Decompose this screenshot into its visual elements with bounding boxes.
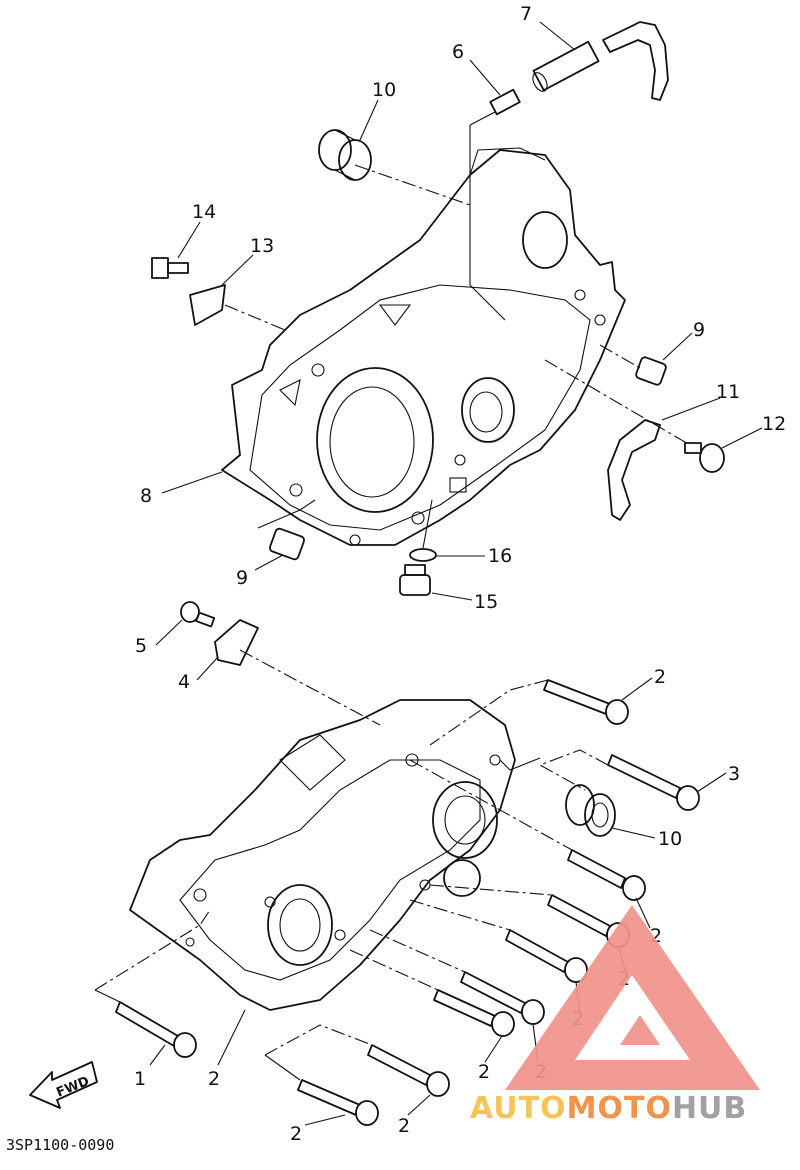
callout-2-left: 1 [134,1068,146,1090]
bolt-2-b1 [367,1044,450,1097]
callout-2-b2: 2 [290,1123,302,1145]
callout-leaders [149,21,763,1126]
svg-text:AUTOMOTOHUB: AUTOMOTOHUB [470,1091,747,1126]
oil-seal-lower [565,784,616,837]
callout-15: 15 [474,591,498,613]
callout-10-lower: 10 [658,828,682,850]
dowel-pin-9-upper [635,356,667,386]
callout-3: 3 [728,763,740,785]
callout-7: 7 [520,3,532,25]
diagram-code: 3SP1100-0090 [6,1136,114,1154]
breather-hose [532,21,669,101]
bolt-2-r5 [433,989,515,1037]
bolt-12 [684,442,725,473]
bolt-14 [151,257,189,279]
callout-12: 12 [762,413,786,435]
screw-5 [180,601,216,628]
bolt-2-left [115,1001,197,1058]
bolt-2-r1 [567,849,646,901]
callout-8: 8 [140,485,152,507]
watermark-brand-moto: MOTO [567,1091,672,1126]
bolt-3 [607,754,700,811]
long-bolts [115,679,700,1126]
callout-13: 13 [250,235,274,257]
dowel-pin-9-lower [269,527,305,561]
callout-2-top: 2 [654,666,666,688]
callout-16: 16 [488,545,512,567]
breather-nipple [489,88,521,116]
watermark-brand-auto: AUTO [470,1091,567,1126]
callout-9-lower: 9 [236,567,248,589]
callout-1: 2 [208,1068,220,1090]
callout-labels: 7 6 10 14 13 9 11 12 8 16 9 15 5 4 2 3 1… [134,3,786,1145]
bolt-2-top [543,679,629,725]
bolt-2-r3 [505,929,588,983]
callout-4: 4 [178,671,190,693]
plate-4 [214,619,259,666]
fwd-arrow-icon: FWD [29,1061,98,1109]
oil-seal-upper [318,129,372,181]
bolt-2-b2 [297,1079,379,1126]
crankcase-left-half [221,147,626,546]
callout-10: 10 [372,79,396,101]
watermark-brand-hub: HUB [672,1091,747,1126]
fwd-label: FWD [54,1074,91,1101]
callout-6: 6 [452,41,464,63]
callout-14: 14 [192,201,216,223]
bracket-11 [607,419,661,521]
callout-5: 5 [135,635,147,657]
drain-plug-15 [399,564,431,596]
automotohub-watermark: AUTOMOTOHUB [470,905,760,1126]
callout-2-r5: 2 [478,1061,490,1083]
callout-2-b1: 2 [398,1115,410,1137]
crankcase-right-half [129,699,516,1011]
callout-11: 11 [716,381,740,403]
clamp-13 [189,284,226,326]
callout-9: 9 [693,319,705,341]
assembly-lines [94,111,691,1081]
watermark-triangle-icon [505,905,760,1090]
washer-16 [409,548,437,562]
